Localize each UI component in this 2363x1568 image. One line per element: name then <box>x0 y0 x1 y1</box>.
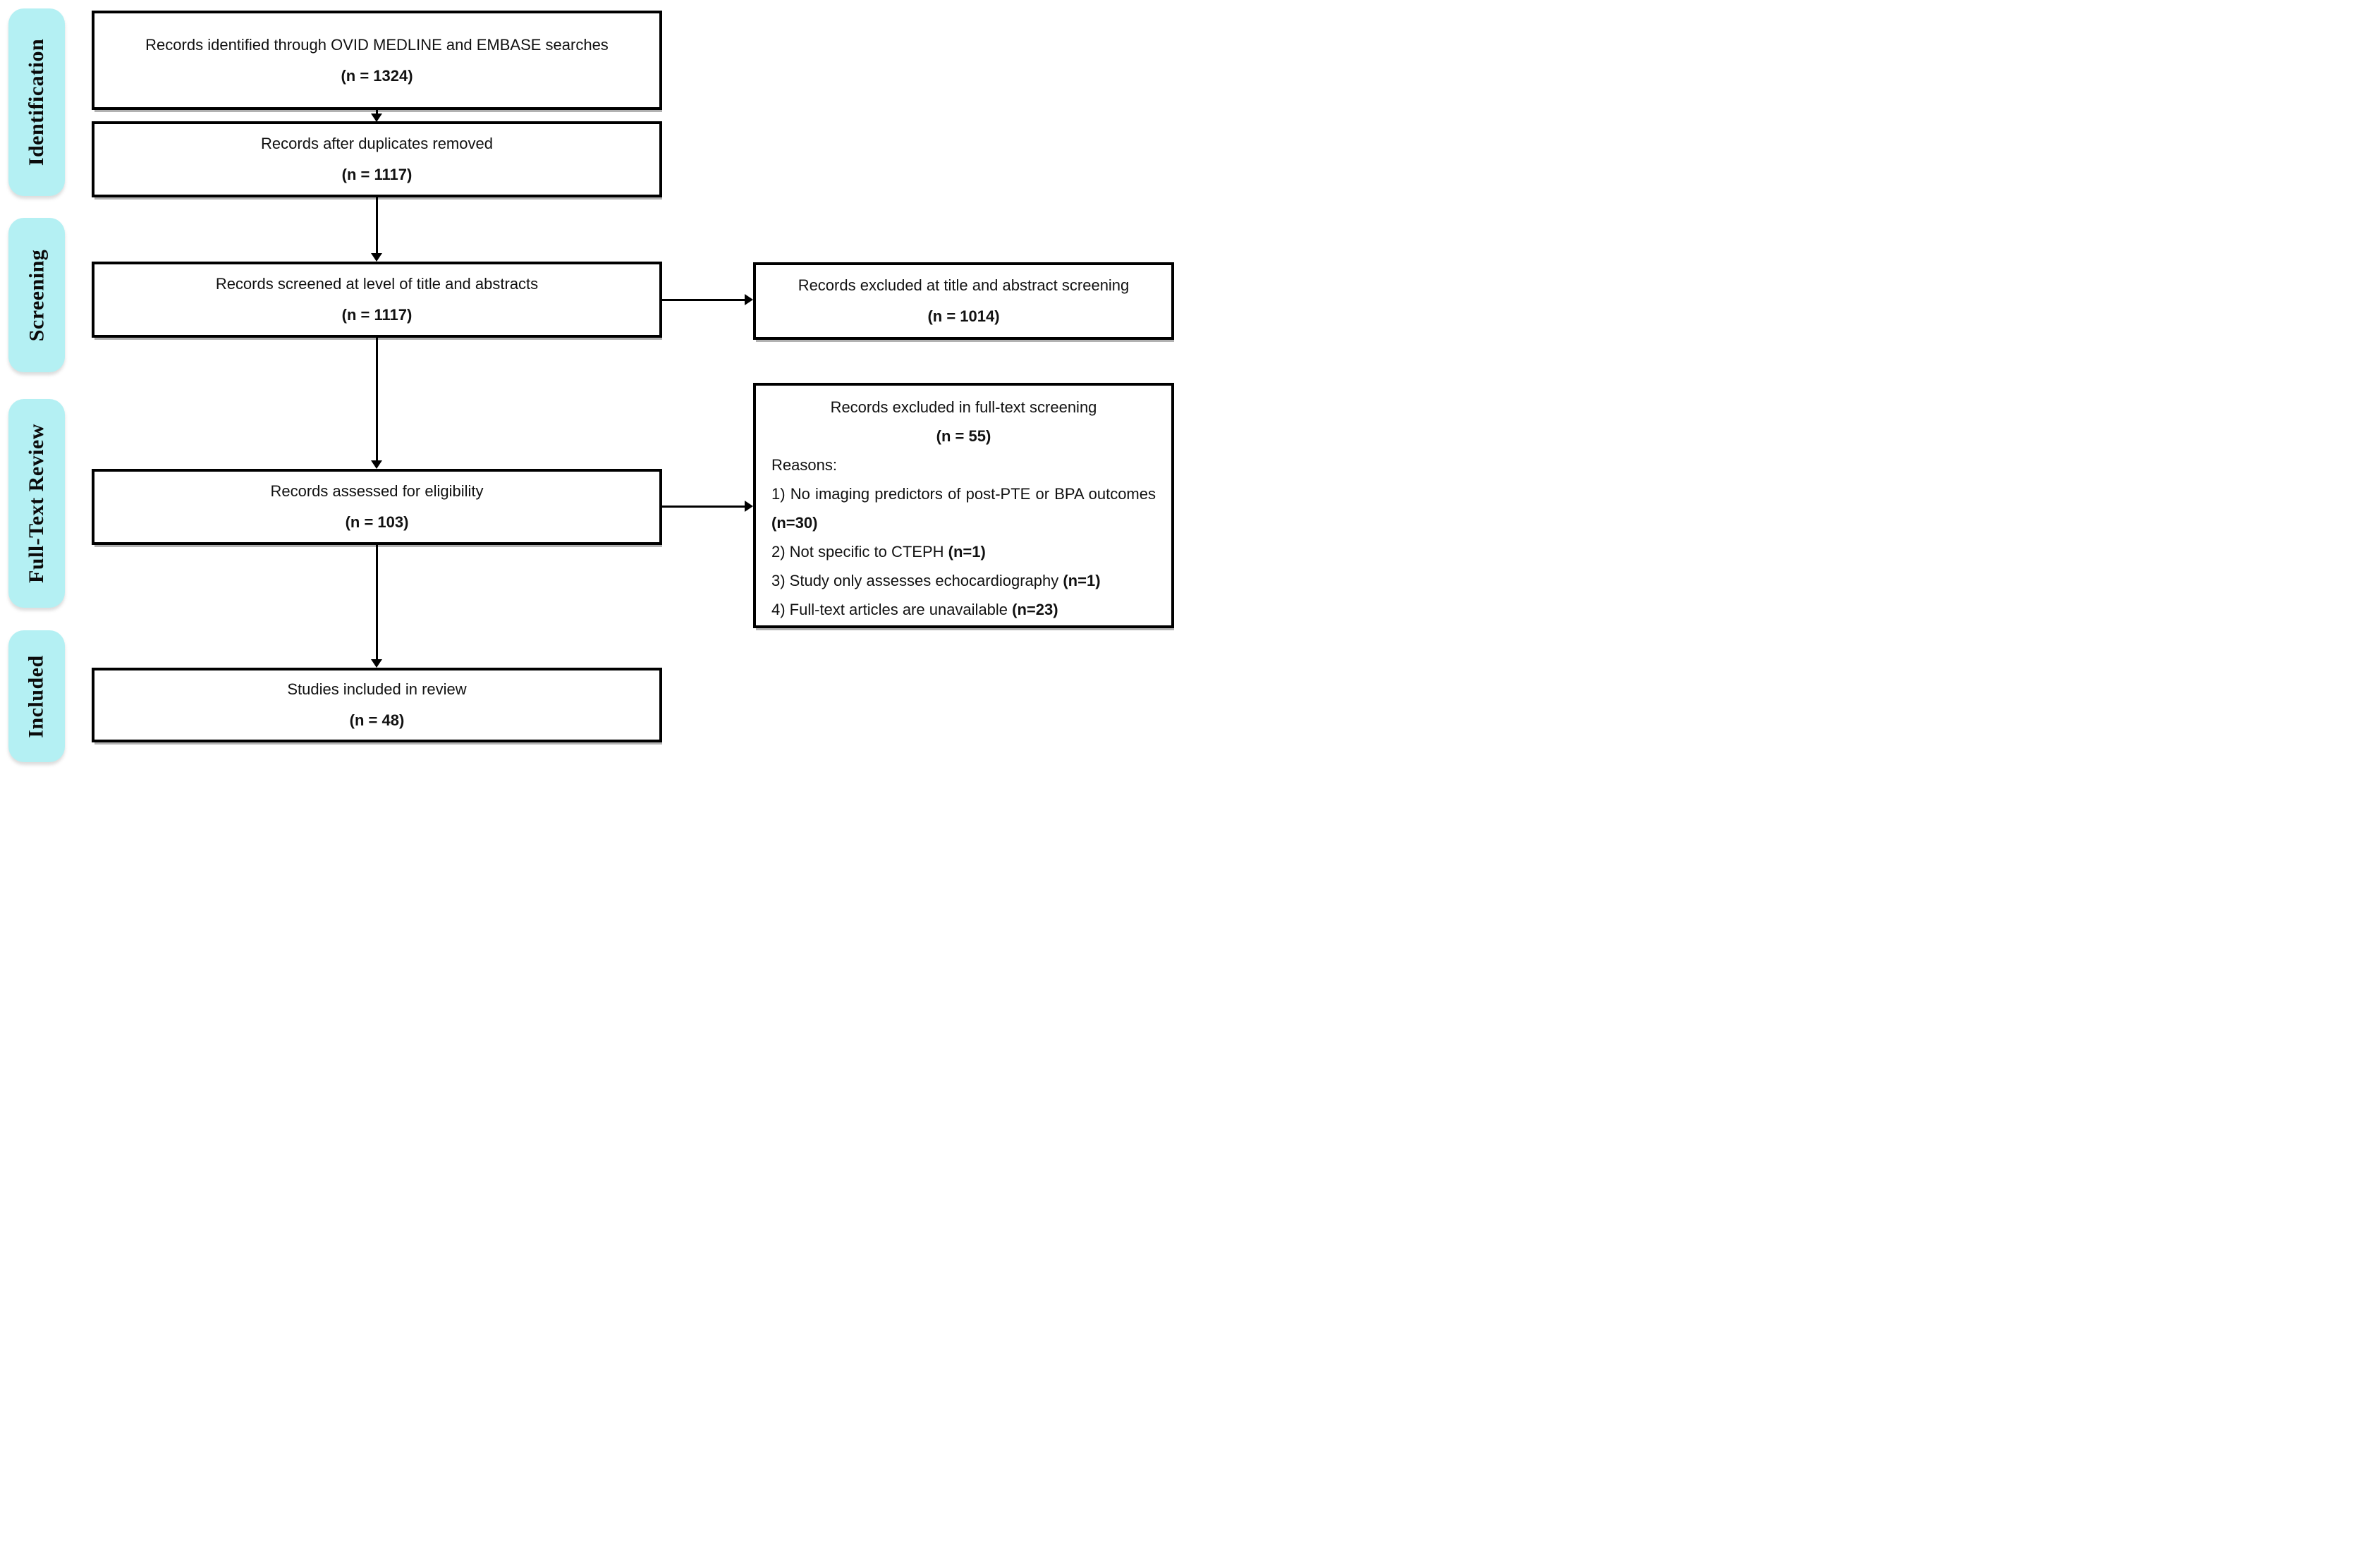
arrow-screened-to-excluded-line <box>661 299 745 301</box>
arrow-screened-to-assessed-head <box>371 460 382 469</box>
reason-count: (n=23) <box>1012 601 1058 618</box>
flow-box-count: (n = 1324) <box>341 66 413 85</box>
reason-text: 2) Not specific to CTEPH <box>771 543 948 561</box>
exclusion-box-title-abstract: Records excluded at title and abstract s… <box>753 262 1174 340</box>
flow-box-records-assessed: Records assessed for eligibility (n = 10… <box>92 469 662 545</box>
flow-box-count: (n = 48) <box>349 711 405 729</box>
arrow-identified-to-duplicates-head <box>371 114 382 122</box>
arrow-duplicates-to-screened-line <box>376 197 378 254</box>
arrow-screened-to-assessed-line <box>376 337 378 461</box>
flow-box-text: Records identified through OVID MEDLINE … <box>145 35 609 54</box>
reason-count: (n=1) <box>1063 572 1101 589</box>
reason-count: (n=30) <box>771 514 818 532</box>
exclusion-box-title: Records excluded in full-text screening <box>830 398 1097 416</box>
arrow-assessed-to-included-head <box>371 659 382 668</box>
flow-box-duplicates-removed: Records after duplicates removed (n = 11… <box>92 121 662 197</box>
flow-box-text: Records after duplicates removed <box>261 135 493 152</box>
reason-text: 3) Study only assesses echocardiography <box>771 572 1063 589</box>
reason-item-1: 1) No imaging predictors of post-PTE or … <box>771 479 1156 537</box>
exclusion-box-full-text: Records excluded in full-text screening … <box>753 383 1174 628</box>
reason-count: (n=1) <box>948 543 986 561</box>
arrow-duplicates-to-screened-head <box>371 253 382 262</box>
reason-text: 4) Full-text articles are unavailable <box>771 601 1013 618</box>
stage-pill-screening: Screening <box>8 218 65 372</box>
flow-box-studies-included: Studies included in review (n = 48) <box>92 668 662 742</box>
stage-pill-included: Included <box>8 630 65 762</box>
flow-box-count: (n = 1117) <box>341 306 413 324</box>
reason-item-2: 2) Not specific to CTEPH (n=1) <box>771 537 1156 566</box>
stage-label-included: Included <box>25 654 49 738</box>
flow-box-text: Records assessed for eligibility <box>270 482 484 500</box>
reason-item-4: 4) Full-text articles are unavailable (n… <box>771 595 1156 624</box>
stage-label-identification: Identification <box>25 38 48 166</box>
flow-box-count: (n = 103) <box>345 513 409 531</box>
arrow-assessed-to-excluded-line <box>661 506 745 508</box>
flow-box-count: (n = 1117) <box>341 166 413 183</box>
arrow-assessed-to-excluded-head <box>745 501 753 512</box>
stage-pill-identification: Identification <box>8 8 65 196</box>
exclusion-box-count: (n = 1014) <box>927 307 1000 325</box>
flow-box-text: Studies included in review <box>287 680 467 698</box>
reasons-heading: Reasons: <box>771 456 837 474</box>
flow-box-text: Records screened at level of title and a… <box>215 275 539 293</box>
flow-box-records-identified: Records identified through OVID MEDLINE … <box>92 11 662 110</box>
stage-label-screening: Screening <box>25 249 49 341</box>
arrow-assessed-to-included-line <box>376 544 378 660</box>
reason-item-3: 3) Study only assesses echocardiography … <box>771 566 1156 595</box>
exclusion-box-text: Records excluded at title and abstract s… <box>798 276 1130 294</box>
reason-text: 1) No imaging predictors of post-PTE or … <box>771 485 1156 503</box>
prisma-flow-diagram: Identification Screening Full-Text Revie… <box>0 0 1182 784</box>
arrow-screened-to-excluded-head <box>745 294 753 305</box>
flow-box-records-screened: Records screened at level of title and a… <box>92 262 662 338</box>
arrow-identified-to-duplicates-line <box>376 109 378 115</box>
stage-label-full-text-review: Full-Text Review <box>25 423 48 584</box>
stage-pill-full-text-review: Full-Text Review <box>8 399 65 608</box>
exclusion-box-count: (n = 55) <box>936 427 991 445</box>
